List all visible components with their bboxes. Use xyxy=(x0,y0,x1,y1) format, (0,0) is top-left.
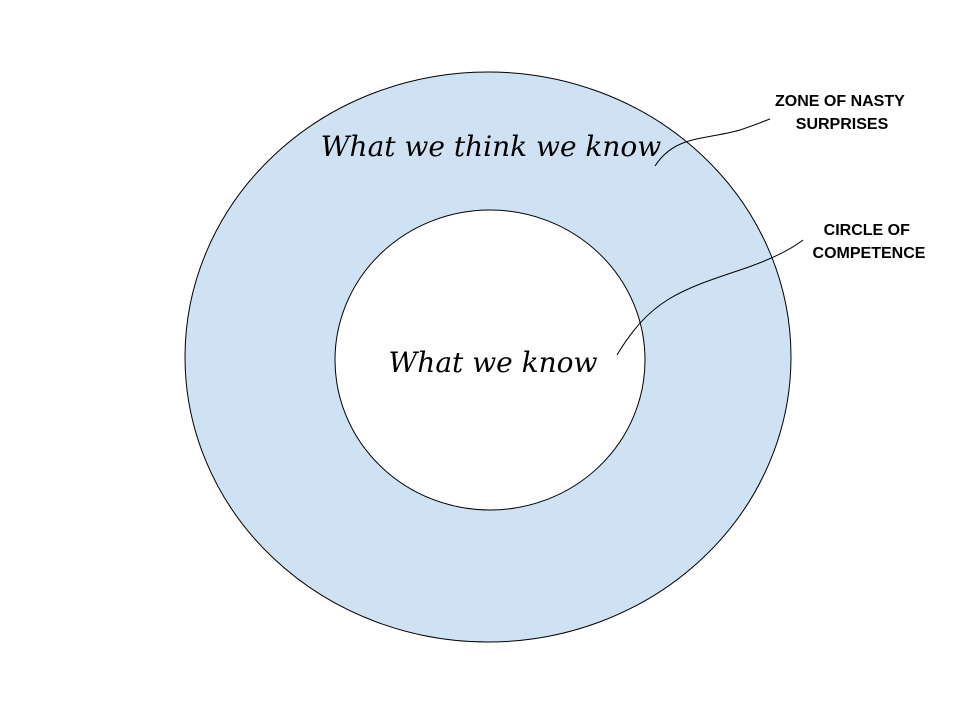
competence-callout-line-2: COMPETENCE xyxy=(813,245,926,262)
outer-region-label: What we think we know xyxy=(321,130,662,163)
competence-callout-line-1: CIRCLE OF xyxy=(824,222,910,239)
zone-callout-line-1: ZONE OF NASTY xyxy=(775,93,905,110)
zone-of-nasty-surprises-callout: ZONE OF NASTY SURPRISES xyxy=(775,93,909,133)
circle-of-competence-leader-line xyxy=(616,239,804,356)
circle-of-competence-callout: CIRCLE OF COMPETENCE xyxy=(813,222,926,262)
zone-callout-line-2: SURPRISES xyxy=(796,116,889,133)
zone-of-nasty-surprises-leader-line xyxy=(654,118,771,167)
inner-region-label: What we know xyxy=(389,346,598,379)
inner-circle-ellipse xyxy=(334,209,646,511)
